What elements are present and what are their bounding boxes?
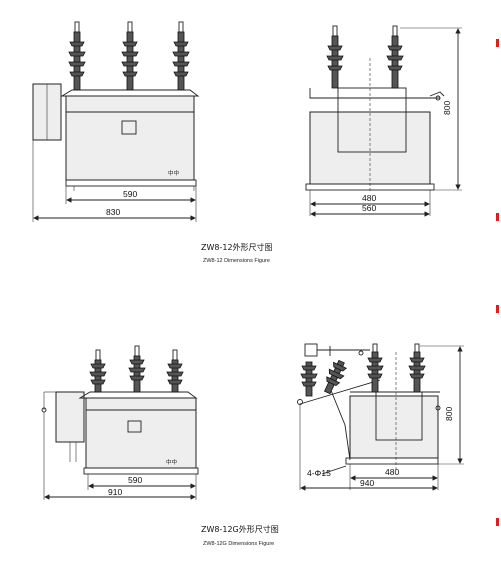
fig1-bushing-1 (68, 21, 86, 91)
fig2-front-dim-inner: 590 (128, 475, 142, 485)
fig2-side-dim-inner: 480 (385, 467, 399, 477)
fig1-front-dim-inner: 590 (123, 189, 137, 199)
fig2-front-dim-outer: 910 (108, 487, 122, 497)
fig2-bushing-3 (166, 349, 184, 393)
fig2-side-bushing-1 (366, 343, 384, 393)
fig1-side-bushing-1 (326, 25, 344, 89)
fig1-bushing-3 (172, 21, 190, 91)
fig1-bushing-2 (121, 21, 139, 91)
fig2-side-dim-height: 800 (444, 407, 454, 421)
svg-text:中中: 中中 (166, 458, 177, 466)
fig2-caption: ZW8-12G外形尺寸图 (201, 524, 279, 534)
fig2-subcaption: ZW8-12G Dimensions Figure (203, 541, 274, 547)
fig2-side-arrester-2 (323, 359, 348, 395)
fig1-caption: ZW8-12外形尺寸图 (201, 242, 273, 252)
fig2-side-hole-label: 4-Φ15 (307, 468, 331, 478)
fig1-side-view (305, 25, 462, 217)
fig1-side-bushing-2 (386, 25, 404, 89)
fig2-bushing-1 (89, 349, 107, 393)
edge-marks (496, 39, 499, 526)
fig1-front-view: 中中 (32, 21, 200, 222)
fig1-subcaption: ZW8-12 Dimensions Figure (203, 258, 270, 264)
fig2-side-view (297, 343, 464, 491)
fig2-side-dim-outer: 940 (360, 478, 374, 488)
fig1-side-dim-outer: 560 (362, 203, 376, 213)
fig1-side-dim-inner: 480 (362, 193, 376, 203)
fig2-bushing-2 (128, 345, 146, 393)
fig2-front-view: 中中 (41, 345, 199, 500)
fig2-side-arrester-1 (300, 361, 318, 397)
fig2-side-bushing-2 (408, 343, 426, 393)
fig1-side-dim-height: 800 (442, 101, 452, 115)
svg-text:中中: 中中 (168, 169, 179, 177)
fig1-front-dim-outer: 830 (106, 207, 120, 217)
